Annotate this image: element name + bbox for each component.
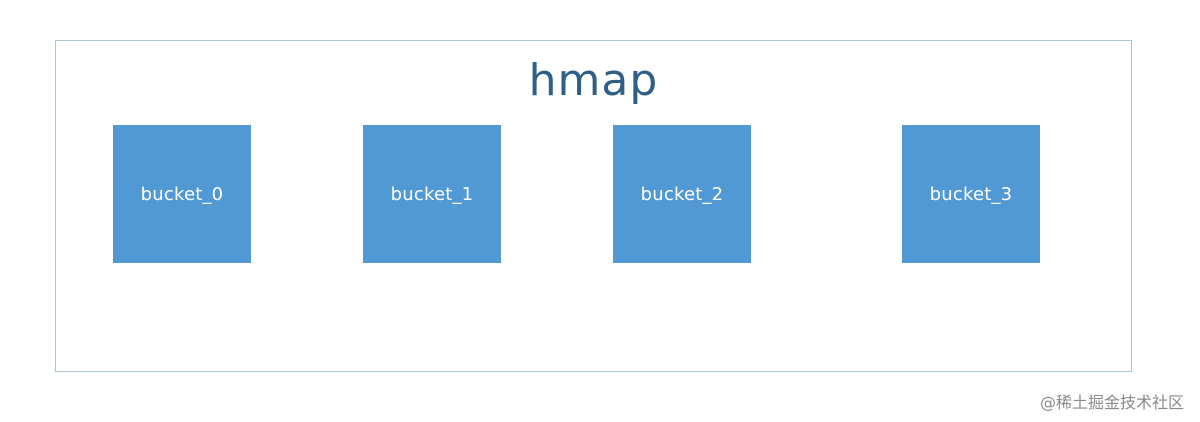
bucket-box-3: bucket_3 xyxy=(902,125,1040,263)
hmap-title: hmap xyxy=(528,55,659,106)
bucket-label-0: bucket_0 xyxy=(140,183,224,205)
bucket-box-1: bucket_1 xyxy=(363,125,501,263)
bucket-box-0: bucket_0 xyxy=(113,125,251,263)
bucket-label-2: bucket_2 xyxy=(640,183,724,205)
source-watermark: @稀土掘金技术社区 xyxy=(1039,393,1184,412)
bucket-box-2: bucket_2 xyxy=(613,125,751,263)
bucket-label-1: bucket_1 xyxy=(390,183,474,205)
bucket-label-3: bucket_3 xyxy=(929,183,1013,205)
